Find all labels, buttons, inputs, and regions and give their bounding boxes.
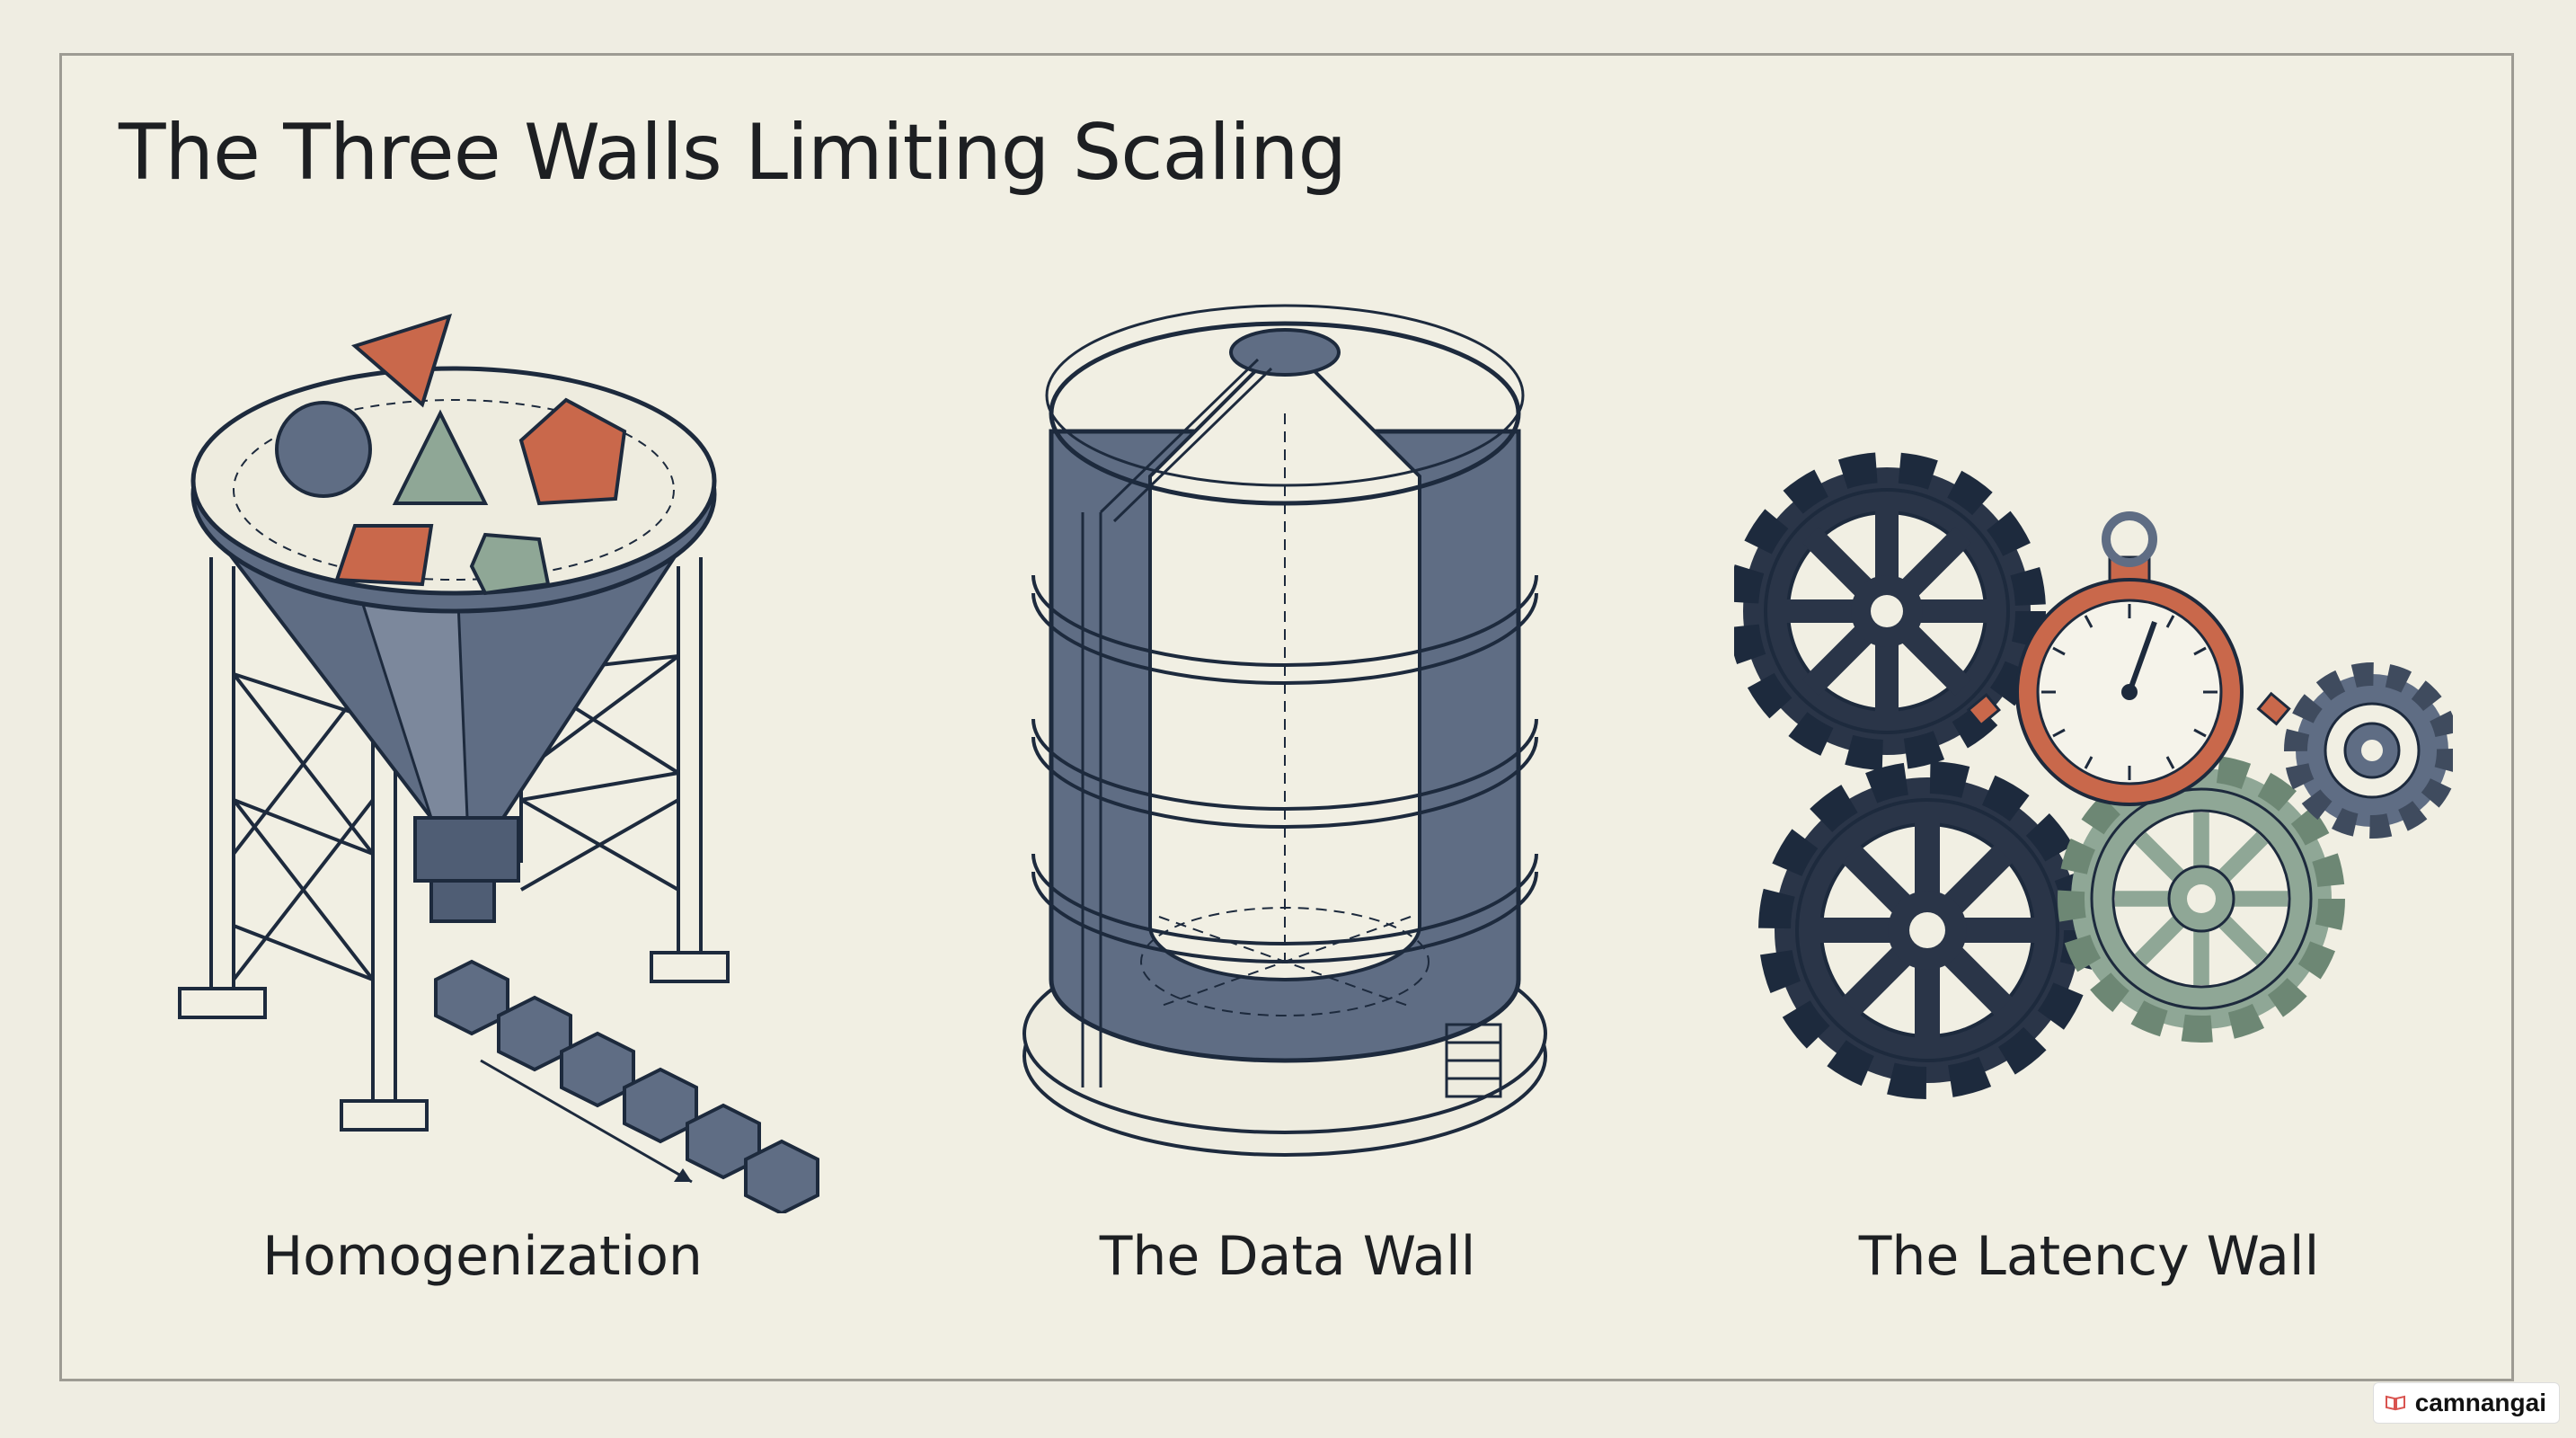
panel-label-latency-wall: The Latency Wall — [1858, 1225, 2320, 1288]
watermark-badge: camnangai — [2372, 1382, 2560, 1424]
silo-icon — [1022, 304, 1547, 1157]
book-icon — [2385, 1395, 2405, 1411]
gears-stopwatch-icon — [1734, 452, 2453, 1099]
slide-title: The Three Walls Limiting Scaling — [119, 108, 1347, 198]
panel-label-data-wall: The Data Wall — [1099, 1225, 1476, 1288]
watermark-text: camnangai — [2414, 1389, 2546, 1416]
hopper-icon — [178, 313, 819, 1213]
panel-label-homogenization: Homogenization — [262, 1225, 703, 1288]
